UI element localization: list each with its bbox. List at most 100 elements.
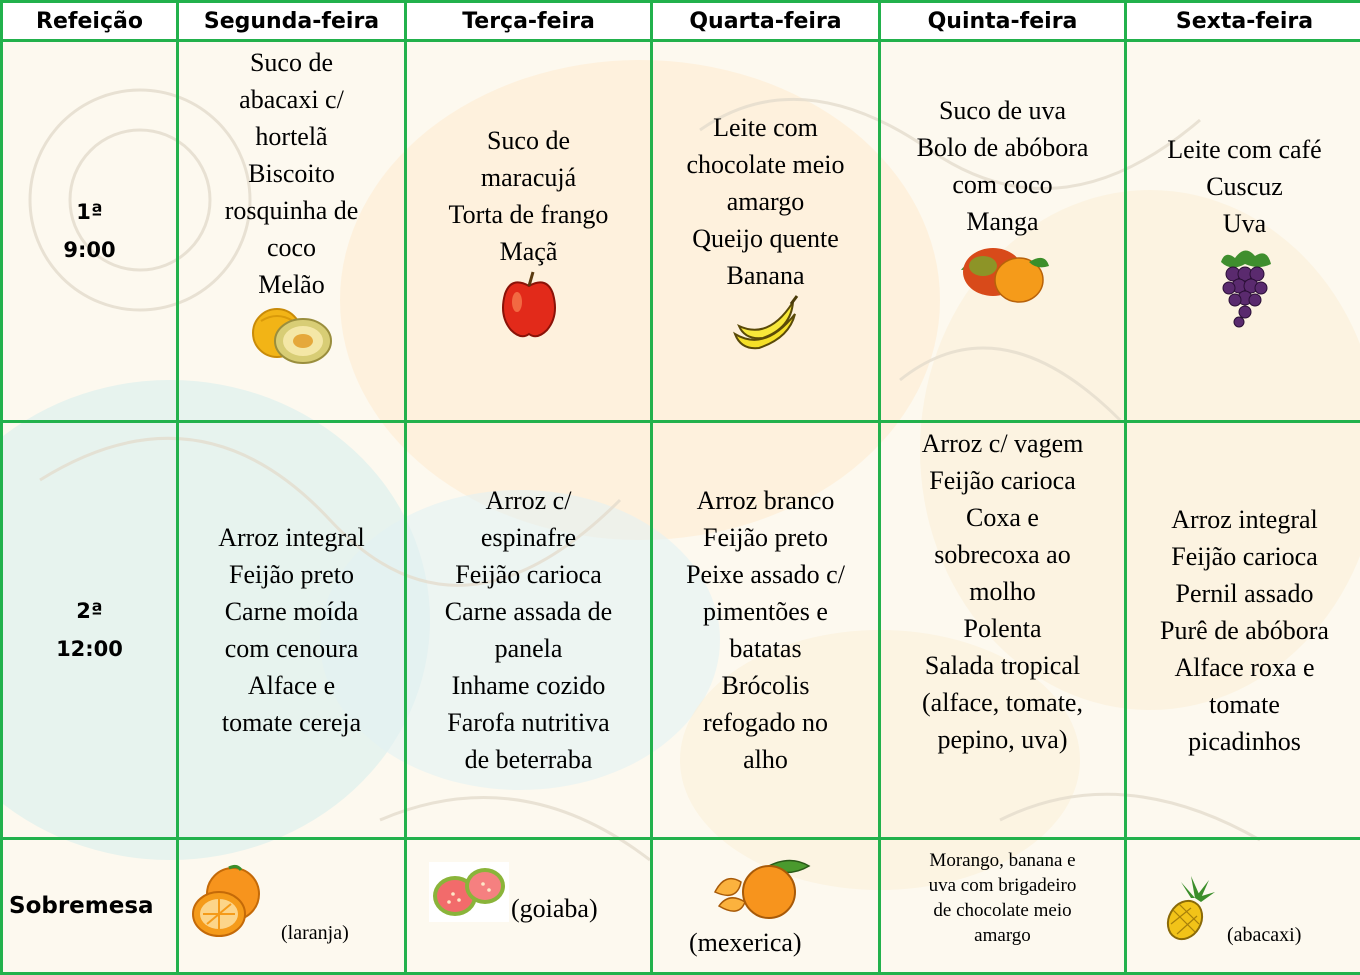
menu-line: molho: [881, 573, 1124, 610]
menu-line: Peixe assado c/: [653, 556, 878, 593]
dessert-name: (laranja): [281, 922, 349, 945]
menu-line: Biscoito: [179, 155, 404, 192]
meal-row-1: 1ª 9:00 Suco de abacaxi c/ hortelã Bisco…: [2, 41, 1360, 422]
menu-line: Arroz integral: [179, 519, 404, 556]
dessert-name: (goiaba): [511, 894, 598, 924]
menu-line: maracujá: [407, 159, 650, 196]
menu-line: Morango, banana e: [881, 848, 1124, 873]
dessert-cell-monday: (laranja): [178, 839, 406, 974]
menu-line: Leite com café: [1127, 131, 1360, 168]
tangerine-icon: [705, 852, 815, 922]
menu-line: Feijão carioca: [1127, 538, 1360, 575]
menu-line: tomate cereja: [179, 704, 404, 741]
menu-line: Leite com: [653, 109, 878, 146]
menu-line: com cenoura: [179, 630, 404, 667]
menu-cell-monday-2: Arroz integral Feijão preto Carne moída …: [178, 422, 406, 839]
dessert-cell-thursday: Morango, banana e uva com brigadeiro de …: [880, 839, 1126, 974]
meal-label-1: 1ª 9:00: [2, 41, 178, 422]
meal-time: 9:00: [3, 231, 176, 269]
menu-line: Torta de frango: [407, 196, 650, 233]
menu-line: Arroz integral: [1127, 501, 1360, 538]
menu-line: hortelã: [179, 118, 404, 155]
dessert-name: (abacaxi): [1227, 924, 1301, 947]
menu-line: Cuscuz: [1127, 168, 1360, 205]
menu-line: Banana: [653, 257, 878, 294]
menu-line: Melão: [179, 266, 404, 303]
grapes-icon: [1215, 242, 1275, 332]
menu-line: de beterraba: [407, 741, 650, 778]
header-thursday: Quinta-feira: [880, 2, 1126, 41]
menu-line: Alface e: [179, 667, 404, 704]
header-meal: Refeição: [2, 2, 178, 41]
meal-number: 2ª: [3, 592, 176, 630]
menu-line: Uva: [1127, 205, 1360, 242]
menu-line: pepino, uva): [881, 721, 1124, 758]
mango-icon: [953, 240, 1053, 306]
menu-cell-tuesday-1: Suco de maracujá Torta de frango Maçã: [406, 41, 652, 422]
menu-line: Feijão carioca: [881, 462, 1124, 499]
header-friday: Sexta-feira: [1126, 2, 1360, 41]
menu-line: Carne moída: [179, 593, 404, 630]
menu-line: pimentões e: [653, 593, 878, 630]
menu-line: Bolo de abóbora: [881, 129, 1124, 166]
menu-line: panela: [407, 630, 650, 667]
dessert-cell-tuesday: (goiaba): [406, 839, 652, 974]
header-tuesday: Terça-feira: [406, 2, 652, 41]
meal-time: 12:00: [3, 630, 176, 668]
menu-line: amargo: [881, 923, 1124, 948]
menu-cell-tuesday-2: Arroz c/ espinafre Feijão carioca Carne …: [406, 422, 652, 839]
menu-line: sobrecoxa ao: [881, 536, 1124, 573]
dessert-cell-friday: (abacaxi): [1126, 839, 1360, 974]
menu-line: Arroz c/: [407, 482, 650, 519]
menu-line: amargo: [653, 183, 878, 220]
menu-cell-thursday-2: Arroz c/ vagem Feijão carioca Coxa e sob…: [880, 422, 1126, 839]
menu-line: com coco: [881, 166, 1124, 203]
menu-line: picadinhos: [1127, 723, 1360, 760]
menu-line: Farofa nutritiva: [407, 704, 650, 741]
menu-line: alho: [653, 741, 878, 778]
menu-line: Alface roxa e: [1127, 649, 1360, 686]
menu-cell-wednesday-2: Arroz branco Feijão preto Peixe assado c…: [652, 422, 880, 839]
menu-line: coco: [179, 229, 404, 266]
menu-line: Queijo quente: [653, 220, 878, 257]
menu-cell-monday-1: Suco de abacaxi c/ hortelã Biscoito rosq…: [178, 41, 406, 422]
menu-line: Pernil assado: [1127, 575, 1360, 612]
header-row: Refeição Segunda-feira Terça-feira Quart…: [2, 2, 1360, 41]
menu-line: Suco de: [407, 122, 650, 159]
header-monday: Segunda-feira: [178, 2, 406, 41]
banana-icon: [729, 294, 803, 354]
menu-line: batatas: [653, 630, 878, 667]
menu-cell-friday-1: Leite com café Cuscuz Uva: [1126, 41, 1360, 422]
menu-line: Feijão preto: [179, 556, 404, 593]
header-wednesday: Quarta-feira: [652, 2, 880, 41]
menu-line: espinafre: [407, 519, 650, 556]
menu-line: Inhame cozido: [407, 667, 650, 704]
menu-line: Arroz c/ vagem: [881, 425, 1124, 462]
menu-cell-wednesday-1: Leite com chocolate meio amargo Queijo q…: [652, 41, 880, 422]
menu-line: Feijão carioca: [407, 556, 650, 593]
menu-line: Feijão preto: [653, 519, 878, 556]
orange-icon: [189, 864, 265, 942]
menu-line: Polenta: [881, 610, 1124, 647]
menu-line: rosquinha de: [179, 192, 404, 229]
dessert-label: Sobremesa: [2, 839, 178, 974]
meal-label-2: 2ª 12:00: [2, 422, 178, 839]
dessert-cell-wednesday: (mexerica): [652, 839, 880, 974]
pineapple-icon: [1161, 874, 1217, 944]
melon-icon: [247, 303, 337, 369]
menu-line: chocolate meio: [653, 146, 878, 183]
meal-number: 1ª: [3, 193, 176, 231]
menu-line: tomate: [1127, 686, 1360, 723]
menu-line: Purê de abóbora: [1127, 612, 1360, 649]
menu-line: de chocolate meio: [881, 898, 1124, 923]
menu-line: Salada tropical: [881, 647, 1124, 684]
menu-line: uva com brigadeiro: [881, 873, 1124, 898]
menu-line: Arroz branco: [653, 482, 878, 519]
menu-line: (alface, tomate,: [881, 684, 1124, 721]
dessert-row: Sobremesa (laranja): [2, 839, 1360, 974]
apple-icon: [497, 270, 561, 340]
menu-line: Manga: [881, 203, 1124, 240]
menu-line: Coxa e: [881, 499, 1124, 536]
menu-line: Suco de: [179, 44, 404, 81]
